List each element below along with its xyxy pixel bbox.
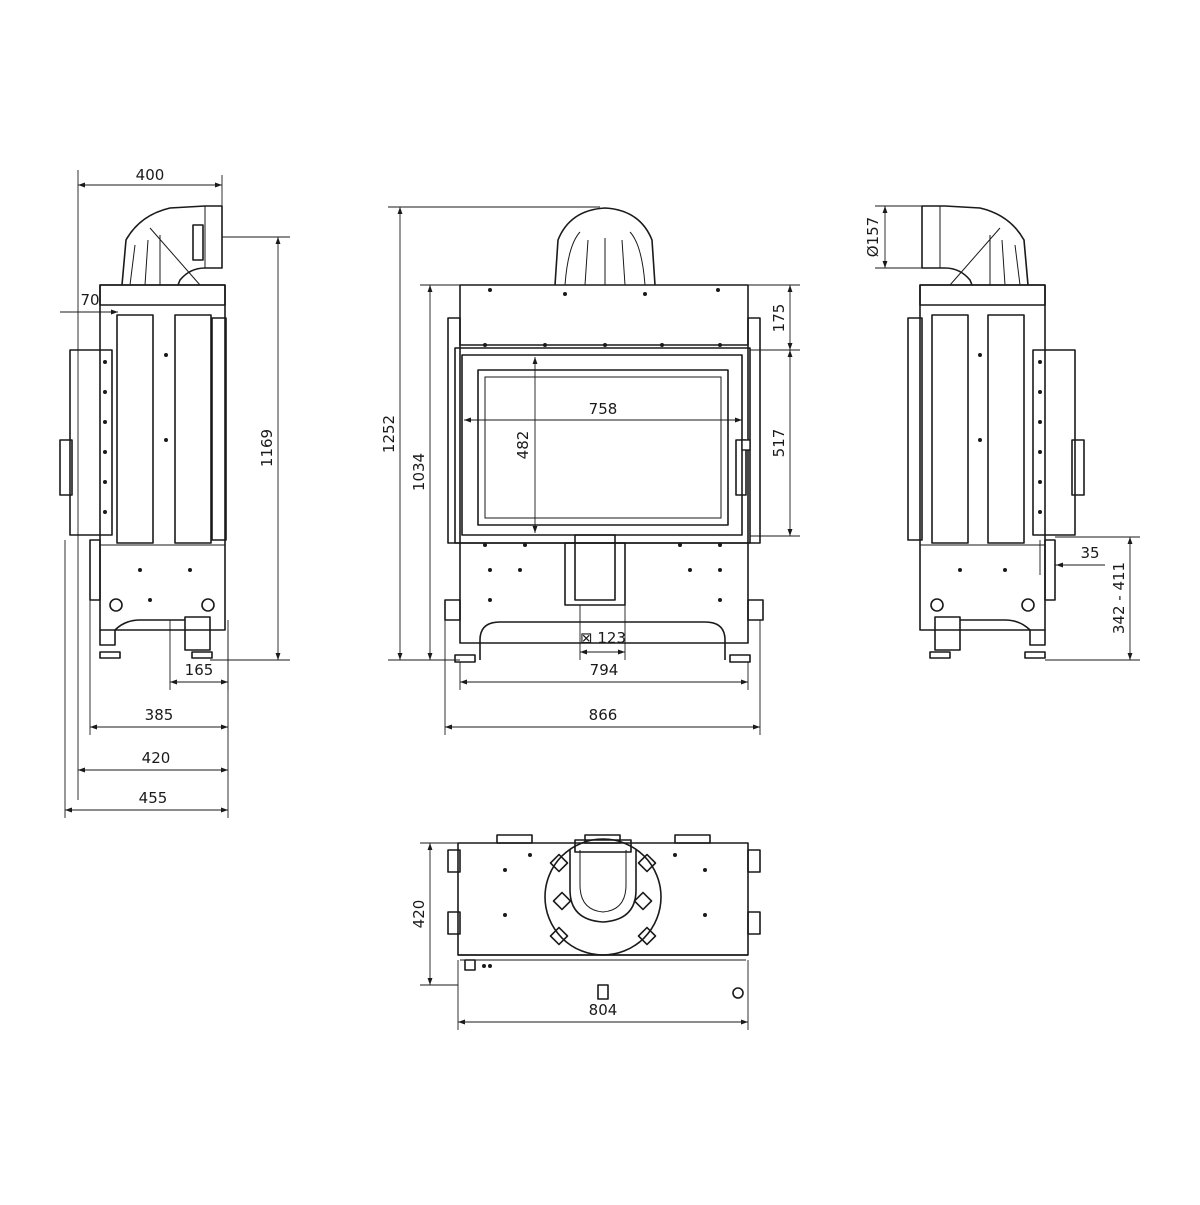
dim-front-body-height: 1034 bbox=[410, 453, 428, 491]
dim-side-offset: 70 bbox=[80, 291, 99, 309]
dim-side-depth-top: 400 bbox=[136, 166, 165, 184]
dim-glass-height: 482 bbox=[514, 431, 532, 460]
dim-front-total-width: 866 bbox=[589, 706, 618, 724]
dim-right-offset: 35 bbox=[1080, 544, 1099, 562]
dim-flue-diameter: Ø157 bbox=[864, 217, 882, 257]
dim-top-section: 175 bbox=[770, 304, 788, 333]
dim-top-depth: 420 bbox=[410, 900, 428, 929]
dim-door-height: 517 bbox=[770, 429, 788, 458]
front-view: 1252 1034 758 482 175 517 ⊠ 123 794 bbox=[380, 206, 800, 735]
dim-top-width: 804 bbox=[589, 1001, 618, 1019]
dim-base-width: 794 bbox=[590, 661, 619, 679]
dim-width-420: 420 bbox=[142, 749, 171, 767]
dim-height-range: 342 - 411 bbox=[1110, 562, 1128, 634]
dim-width-385: 385 bbox=[145, 706, 174, 724]
dim-side-height: 1169 bbox=[258, 429, 276, 467]
top-view: 420 804 bbox=[410, 834, 761, 1030]
side-view-right: Ø157 35 342 - 411 bbox=[864, 205, 1140, 661]
dim-width-455: 455 bbox=[139, 789, 168, 807]
dim-glass-width: 758 bbox=[589, 400, 618, 418]
dim-air-inlet: ⊠ 123 bbox=[580, 629, 626, 647]
dim-front-total-height: 1252 bbox=[380, 415, 398, 453]
side-view-left: 400 70 1169 165 385 420 455 bbox=[59, 166, 290, 818]
dim-leg-spacing: 165 bbox=[185, 661, 214, 679]
